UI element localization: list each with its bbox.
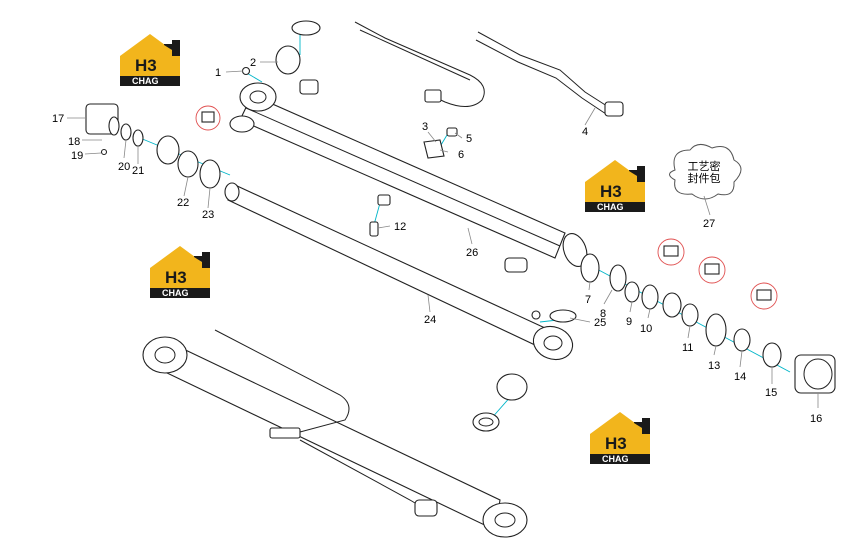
callout-27: 27 (703, 218, 715, 230)
callout-16: 16 (810, 413, 822, 425)
svg-text:CHAG: CHAG (132, 76, 159, 86)
clamp-6 (423, 139, 445, 159)
brand-logo-2: H3 CHAG (585, 160, 645, 212)
callout-15: 15 (765, 387, 777, 399)
brand-logo-4: H3 CHAG (590, 412, 650, 464)
seal-kit-cloud (669, 144, 742, 200)
svg-text:CHAG: CHAG (602, 454, 629, 464)
bolt-12 (369, 221, 379, 237)
hose-3-edge (359, 29, 471, 81)
nut-25 (531, 310, 541, 320)
svg-text:H3: H3 (600, 182, 622, 201)
piston-rod-24 (224, 182, 574, 432)
ring-2 (291, 20, 321, 36)
svg-text:CHAG: CHAG (162, 288, 189, 298)
callout-23: 23 (202, 209, 214, 221)
svg-text:H3: H3 (135, 56, 157, 75)
callout-1: 1 (215, 67, 221, 79)
gland-parts-left (85, 103, 221, 189)
cylinder-barrel-26 (229, 79, 588, 273)
bushing-2 (275, 45, 301, 75)
hose-4 (477, 31, 611, 109)
callout-18: 18 (68, 136, 80, 148)
callout-24: 24 (424, 314, 436, 326)
brand-logo-1: H3 CHAG (120, 34, 180, 86)
callout-13: 13 (708, 360, 720, 372)
svg-text:H3: H3 (605, 434, 627, 453)
callout-2: 2 (250, 57, 256, 69)
callout-19: 19 (71, 150, 83, 162)
callout-25: 25 (594, 317, 606, 329)
callout-14: 14 (734, 371, 746, 383)
callout-21: 21 (132, 165, 144, 177)
callout-5: 5 (466, 133, 472, 145)
detail-circle (195, 105, 221, 131)
callout-10: 10 (640, 323, 652, 335)
detail-circle (698, 256, 726, 284)
callout-8: 8 (600, 308, 606, 320)
seal-kit-line2: 封件包 (688, 171, 721, 185)
cylinder-assembly-lower (142, 329, 528, 538)
callout-4: 4 (582, 126, 588, 138)
bolt-5 (446, 127, 458, 137)
seal-parts-row (549, 253, 836, 394)
callout-3: 3 (422, 121, 428, 133)
callout-6: 6 (458, 149, 464, 161)
callout-26: 26 (466, 247, 478, 259)
nut-1 (241, 66, 251, 76)
svg-text:CHAG: CHAG (597, 202, 624, 212)
callout-22: 22 (177, 197, 189, 209)
callout-20: 20 (118, 161, 130, 173)
callout-17: 17 (52, 113, 64, 125)
svg-text:H3: H3 (165, 268, 187, 287)
brand-logo-3: H3 CHAG (150, 246, 210, 298)
seal-kit-line1: 工艺密 (688, 159, 721, 173)
hose-3 (354, 21, 485, 107)
detail-circle (657, 238, 685, 266)
detail-circle (750, 282, 778, 310)
callout-12: 12 (394, 221, 406, 233)
callout-9: 9 (626, 316, 632, 328)
callout-11: 11 (682, 342, 693, 354)
callout-7: 7 (585, 294, 591, 306)
hose-4-edge (475, 39, 607, 115)
